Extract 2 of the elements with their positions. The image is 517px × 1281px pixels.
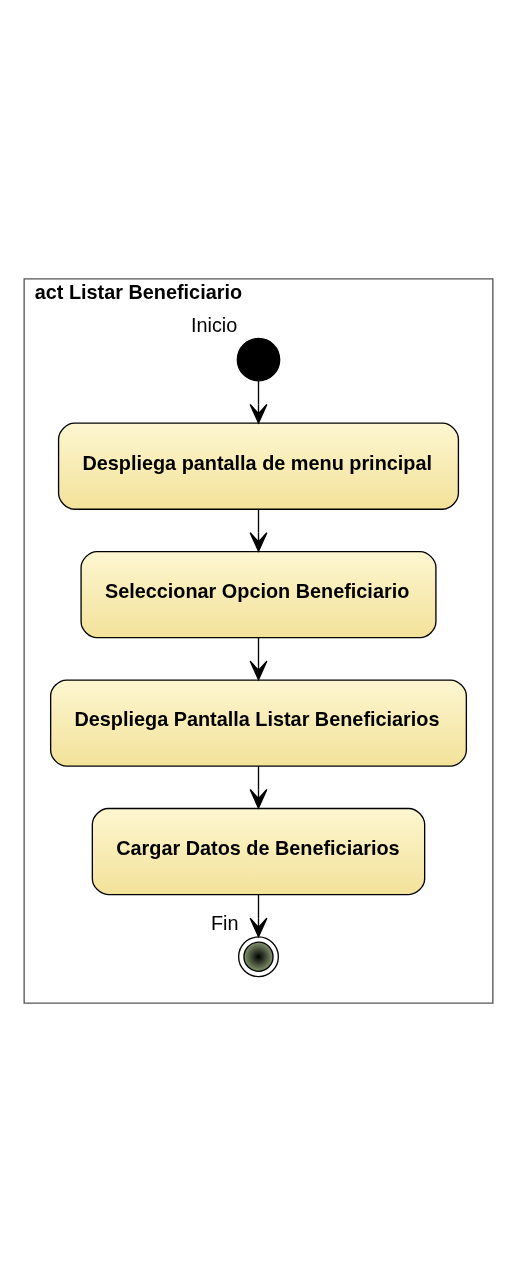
node-label: Inicio — [190, 313, 238, 336]
node-label: Fin — [210, 911, 239, 934]
